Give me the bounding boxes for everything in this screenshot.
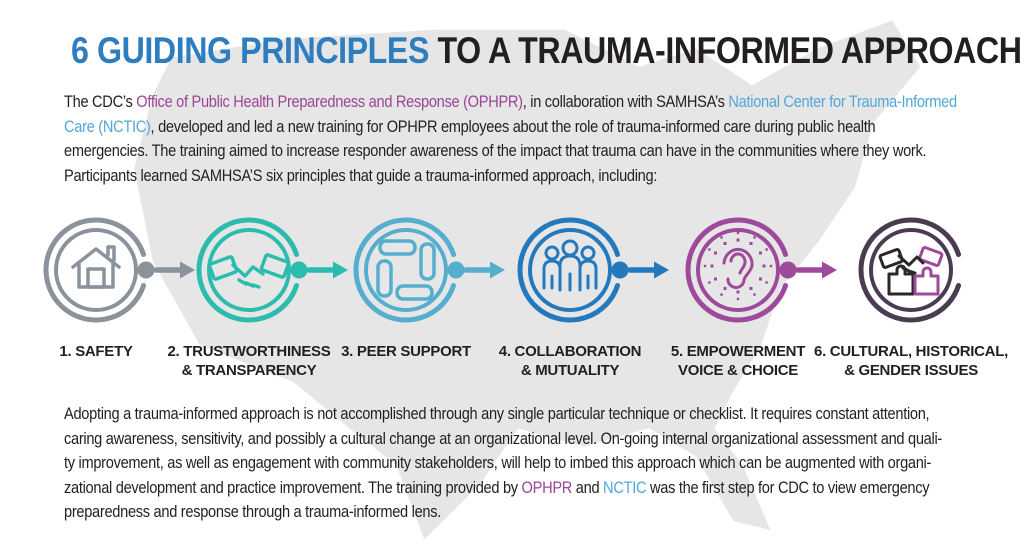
house-icon (71, 245, 121, 289)
principle-label-line: & MUTUALITY (520, 362, 620, 379)
text-segment: Participants learned SAMHSA’S six princi… (64, 165, 658, 185)
principle-label-line: & TRANSPARENCY (181, 362, 317, 379)
inner-ring (364, 228, 448, 312)
us-map-silhouette (134, 20, 921, 540)
text-line: zational development and practice improv… (64, 476, 993, 501)
text-segment: emergencies. The training aimed to incre… (64, 141, 927, 160)
principle-6-badge (851, 210, 1013, 330)
principle-6-label: 6. CULTURAL, HISTORICAL, & GENDER ISSUES (793, 342, 1024, 380)
principle-label-line: 1. SAFETY (59, 343, 133, 360)
text-segment: Adopting a trauma-informed approach is n… (64, 404, 930, 423)
inner-ring (696, 228, 780, 312)
principle-label-line: 3. PEER SUPPORT (341, 343, 471, 360)
text-line: preparedness and response through a trau… (64, 500, 993, 525)
principle-label-line: 2. TRUSTWORTHINESS (167, 343, 331, 360)
text-segment: caring awareness, sensitivity, and possi… (64, 428, 942, 448)
text-segment: , developed and led a new training for O… (150, 116, 876, 136)
outer-ring (196, 217, 300, 323)
inner-ring (207, 228, 291, 312)
text-line: The CDC’s Office of Public Health Prepar… (64, 90, 993, 115)
principle-1-label: 1. SAFETY (0, 342, 214, 361)
principle-4-label: 4. COLLABORATION & MUTUALITY (452, 342, 688, 380)
handshake-puzzle-icon (878, 246, 944, 296)
page-title: 6 GUIDING PRINCIPLES TO A TRAUMA-INFORME… (0, 30, 1024, 72)
handshake-icon (207, 253, 291, 289)
text-line: emergencies. The training aimed to incre… (64, 139, 993, 164)
text-segment: OPHPR (521, 477, 573, 497)
inner-ring (528, 228, 612, 312)
principle-label-line: VOICE & CHOICE (678, 362, 798, 379)
text-segment: National Center for Trauma-Informed (728, 92, 957, 111)
text-segment: NCTIC (603, 477, 647, 497)
outer-ring (353, 217, 457, 323)
text-segment: was the first step for CDC to view emerg… (646, 477, 930, 497)
inner-ring (869, 228, 953, 312)
flow-arrow-icon (290, 261, 348, 279)
principle-4-badge (510, 210, 672, 330)
text-line: Care (NCTIC), developed and led a new tr… (64, 115, 993, 140)
flow-arrow-icon (137, 261, 195, 279)
ear-listening-icon (703, 231, 773, 301)
principle-2-badge (189, 210, 351, 330)
flow-dot (447, 261, 465, 279)
text-segment: preparedness and response through a trau… (64, 502, 442, 521)
text-segment: , in collaboration with SAMHSA’s (522, 92, 729, 111)
outro-paragraph: Adopting a trauma-informed approach is n… (64, 402, 993, 525)
principle-1-badge (36, 210, 198, 330)
outer-ring (43, 217, 147, 323)
principle-5-label: 5. EMPOWERMENT VOICE & CHOICE (620, 342, 856, 380)
outer-ring (685, 217, 789, 323)
flow-arrow-icon (779, 261, 837, 279)
title-rest: TO A TRAUMA-INFORMED APPROACH (437, 30, 1022, 71)
hands-square-icon (376, 239, 436, 301)
us-map-path (134, 20, 921, 540)
text-segment: zational development and practice improv… (64, 477, 522, 497)
text-segment: ty improvement, as well as engagement wi… (64, 453, 932, 472)
text-segment: The CDC’s (64, 92, 137, 111)
principle-3-label: 3. PEER SUPPORT (288, 342, 524, 361)
principle-2-label: 2. TRUSTWORTHINESS & TRANSPARENCY (131, 342, 367, 380)
outer-ring (858, 217, 962, 323)
text-line: caring awareness, sensitivity, and possi… (64, 427, 993, 452)
page-title-text: 6 GUIDING PRINCIPLES TO A TRAUMA-INFORME… (71, 30, 1022, 72)
flow-dot (290, 261, 308, 279)
people-group-icon (542, 239, 598, 292)
flow-dot (611, 261, 629, 279)
flow-dot (137, 261, 155, 279)
outer-ring (517, 217, 621, 323)
principle-label-line: 5. EMPOWERMENT (670, 343, 806, 360)
flow-arrow-icon (447, 261, 505, 279)
inner-ring (54, 228, 138, 312)
title-highlight: 6 GUIDING PRINCIPLES (71, 30, 429, 71)
principle-label-line: 6. CULTURAL, HISTORICAL, (814, 343, 1008, 360)
text-segment: Care (NCTIC) (64, 116, 151, 136)
intro-paragraph: The CDC’s Office of Public Health Prepar… (64, 90, 993, 188)
principle-3-badge (346, 210, 508, 330)
text-line: ty improvement, as well as engagement wi… (64, 451, 993, 476)
principle-label-line: & GENDER ISSUES (844, 362, 978, 379)
text-line: Participants learned SAMHSA’S six princi… (64, 164, 993, 189)
text-segment: Office of Public Health Preparedness and… (136, 92, 523, 111)
flow-arrow-icon (611, 261, 669, 279)
text-segment: and (572, 477, 604, 497)
principle-5-badge (678, 210, 840, 330)
flow-dot (779, 261, 797, 279)
principle-label-line: 4. COLLABORATION (498, 343, 642, 360)
text-line: Adopting a trauma-informed approach is n… (64, 402, 993, 427)
